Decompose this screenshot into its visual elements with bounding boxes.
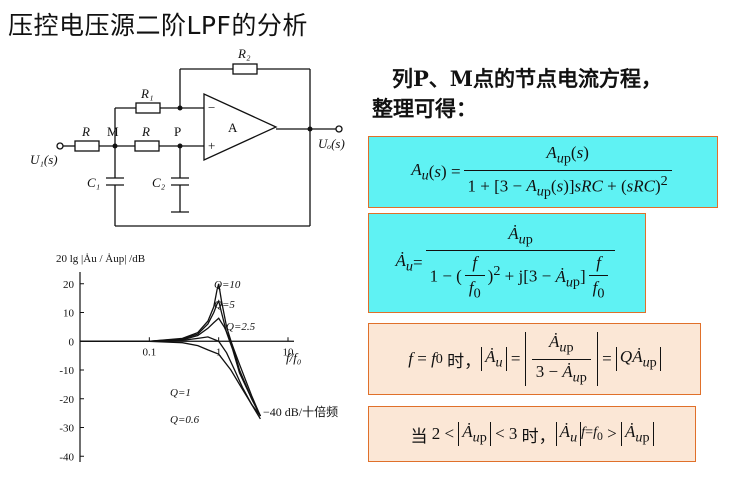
x-tick-label: 0.1 [142, 346, 156, 358]
label-amp: A [228, 120, 238, 135]
label-C1: C₁ [87, 175, 100, 190]
label-R-mid: R [141, 124, 150, 139]
series-label: Q=5 [214, 299, 235, 311]
series-label: Q=2.5 [226, 321, 256, 333]
equation-transfer-function: Au(s) = Aup(s) 1 + [3 − Aup(s)]sRC + (sR… [368, 136, 718, 208]
label-node-M: M [107, 124, 119, 139]
eq4-shi: 时， [521, 426, 556, 446]
frequency-response-chart: 20 10 0 -10 -20 -30 -40 0.1 1 10 Q=10Q=5Q=2.5Q=1Q=… [56, 253, 338, 463]
circuit-diagram: R₂ R₁ R R U₁(s) Uₒ(s) C₁ C₂ M P A − + [30, 46, 345, 227]
intro-line-1: 列P、M点的节点电流方程， [392, 66, 663, 91]
label-output: Uₒ(s) [318, 136, 345, 151]
series-line-5 [80, 340, 261, 417]
x-tick-label: 1 [216, 346, 222, 358]
y-tick-label: -20 [59, 394, 74, 406]
slope-annotation: −40 dB/十倍频 [263, 404, 338, 419]
series-label: Q=0.6 [170, 414, 200, 426]
page-title: 压控电压源二阶LPF的分析 [8, 11, 308, 40]
series-line-2 [80, 299, 261, 417]
x-tick-label: 10 [283, 346, 295, 358]
label-plus: + [208, 138, 215, 153]
y-tick-label: 0 [69, 336, 75, 348]
x-axis-label: f/f₀ [286, 350, 301, 365]
label-C2: C₂ [152, 175, 166, 190]
y-tick-label: -40 [59, 451, 74, 463]
y-tick-label: -10 [59, 365, 74, 377]
series-label: Q=10 [214, 279, 241, 291]
eq3-shi: 时， [447, 351, 482, 371]
y-tick-label: 20 [63, 279, 75, 291]
label-node-P: P [174, 124, 181, 139]
label-R-left: R [81, 124, 90, 139]
series-label: Q=1 [170, 387, 191, 399]
label-R1: R₁ [140, 86, 153, 101]
y-axis-label: 20 lg |Ȧu / Ȧup| /dB [56, 253, 145, 265]
label-minus: − [208, 100, 215, 115]
label-R2: R₂ [237, 46, 251, 61]
eq4-dang: 当 [410, 426, 428, 446]
y-tick-label: -30 [59, 423, 74, 435]
y-tick-label: 10 [63, 308, 75, 320]
label-input: U₁(s) [30, 152, 58, 167]
intro-text: 列P、M点的节点电流方程， 整理可得： [372, 64, 732, 124]
intro-line-2: 整理可得： [372, 96, 477, 121]
